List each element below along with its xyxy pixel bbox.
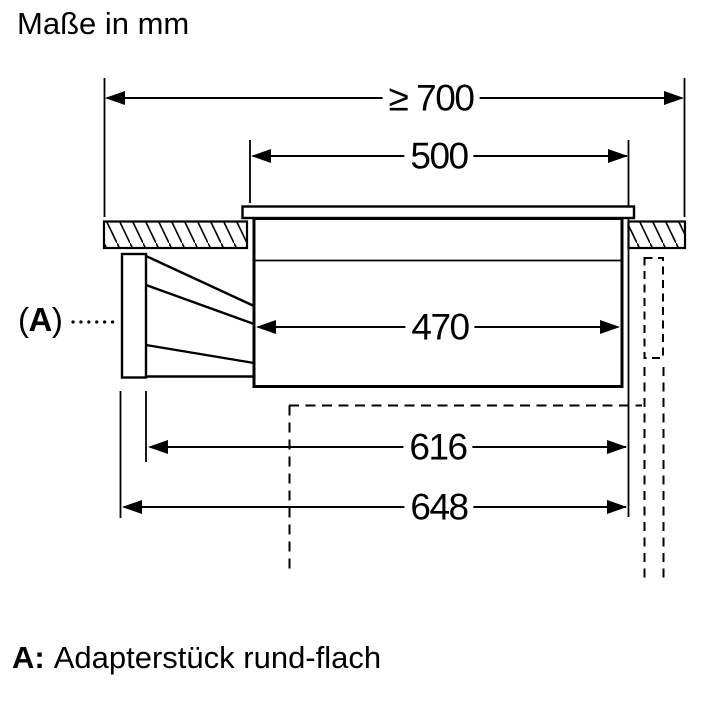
duct-channel-dashed-rect [643, 257, 664, 359]
hob-body [252, 217, 624, 388]
adapter-duct-lower-line [145, 343, 255, 365]
arrowhead-left [256, 320, 276, 334]
callout-letter: A [28, 300, 53, 338]
adapter-duct-top-line [145, 254, 255, 308]
arrowhead-left [148, 440, 168, 454]
arrowhead-left [122, 500, 142, 514]
arrowhead-right [608, 149, 628, 163]
legend-caption: A:Adapterstück rund-flach [12, 640, 381, 676]
worktop-section-right [627, 220, 687, 250]
adapter-flange [120, 252, 148, 379]
worktop-section-left [102, 220, 249, 250]
arrowhead-left [251, 149, 271, 163]
dimension-label-overall-width: ≥ 700 [382, 79, 480, 117]
arrowhead-left [105, 91, 125, 105]
arrowhead-right [600, 320, 620, 334]
dimension-label-niche-depth: 616 [403, 428, 473, 466]
dim-niche-depth [145, 391, 627, 462]
arrowhead-right [607, 440, 627, 454]
arrowhead-right [607, 500, 627, 514]
dimension-label-glass-width: 500 [404, 137, 474, 175]
dimension-label-total-depth: 648 [404, 488, 474, 526]
arrowhead-right [664, 91, 684, 105]
adapter-callout-label: (A) [18, 300, 63, 338]
dim-total-depth [119, 391, 627, 518]
dimension-label-body-width: 470 [405, 308, 475, 346]
legend-description: Adapterstück rund-flach [53, 640, 382, 675]
page-title: Maße in mm [17, 6, 190, 41]
callout-paren-close: ) [51, 300, 63, 338]
legend-key: A: [12, 640, 45, 675]
callout-paren-open: ( [18, 300, 29, 338]
cooktop-glass-panel [241, 205, 636, 220]
adapter-duct-upper-line [145, 283, 255, 326]
